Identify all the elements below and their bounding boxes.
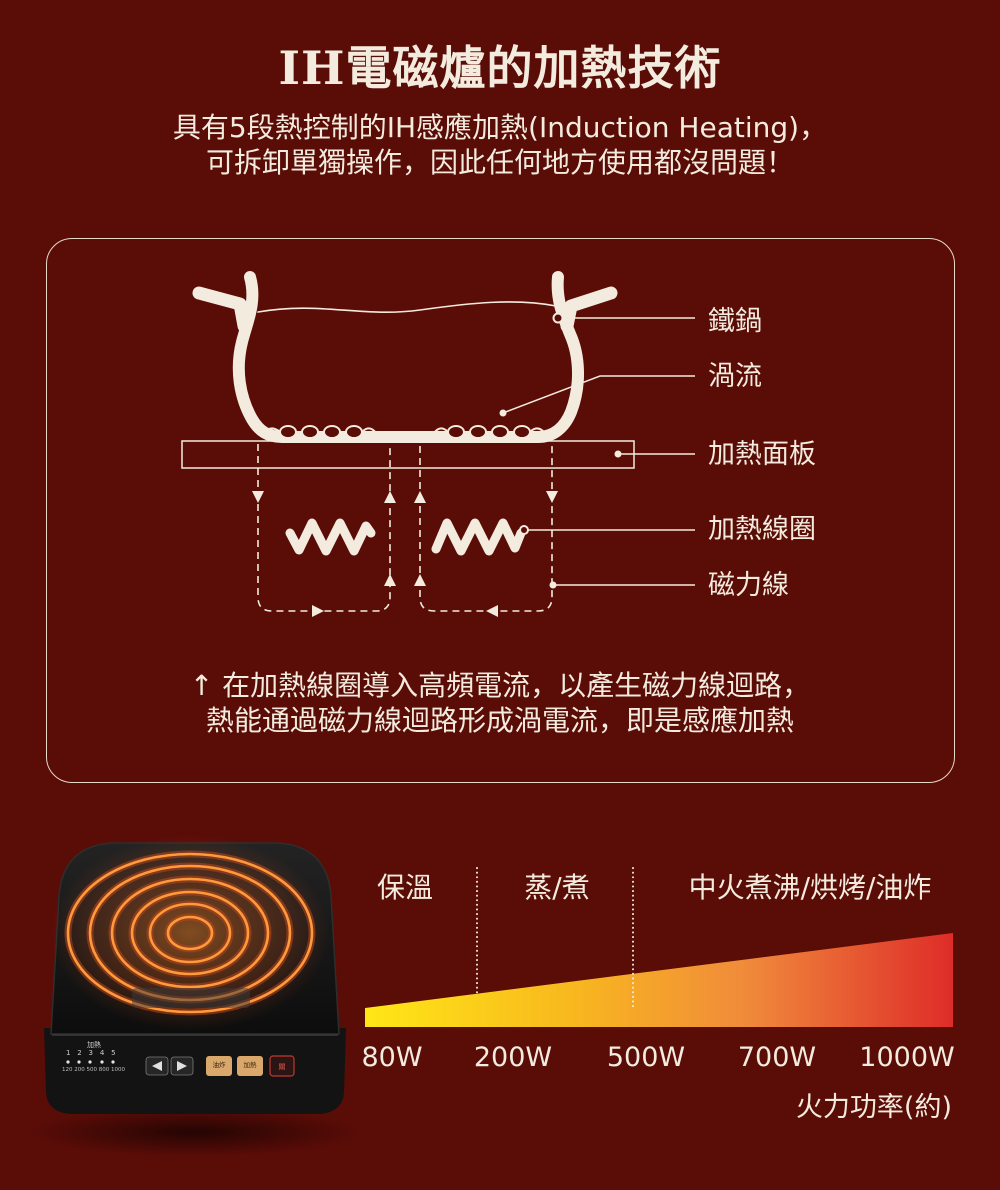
diagram-panel [46, 238, 955, 783]
eddy-tail-right [362, 427, 377, 434]
eddy-ring [469, 425, 487, 439]
food-surface-line [257, 301, 557, 313]
label-pot: 鐵鍋 [708, 306, 762, 337]
heat-button [237, 1056, 263, 1076]
diagram-caption-line-1: ↑ 在加熱線圈導入高頻電流，以產生磁力線迴路， [189, 669, 811, 702]
level-dot [111, 1060, 115, 1064]
eddy-ring [513, 425, 531, 439]
pot-body [232, 271, 584, 443]
power-tick-3: 500W [606, 1042, 686, 1073]
pot-right-handle [560, 286, 618, 333]
subtitle-line-2: 可拆卸單獨操作，因此任何地方使用都沒問題！ [205, 146, 794, 179]
arrow-right-icon [312, 605, 324, 617]
coil-ring-1 [166, 915, 214, 951]
glowing-coil-rings [64, 850, 316, 1016]
eddy-ring [447, 425, 465, 439]
label-magnetic-field-lines: 磁力線 [708, 570, 789, 601]
heating-coil-left [285, 518, 376, 556]
label-eddy-current: 渦流 [708, 361, 762, 392]
power-tick-5: 1000W [859, 1042, 955, 1073]
power-ramp [365, 933, 953, 1027]
control-heat-label: 加熱 [87, 1040, 101, 1049]
level-dot [66, 1060, 70, 1064]
eddy-current-rings [263, 425, 546, 439]
label-anchor-dots [499, 312, 622, 589]
off-button [269, 1055, 295, 1077]
induction-heating-diagram [181, 271, 695, 617]
anchor-dot-panel [614, 450, 622, 458]
arrow-up-icon [414, 574, 426, 586]
heating-coil [285, 518, 526, 556]
level-dot [100, 1060, 104, 1064]
off-button-label: 關 [279, 1063, 286, 1071]
heating-coil-right [431, 518, 526, 556]
fry-button-label: 油炸 [213, 1060, 227, 1069]
level-dot [77, 1060, 81, 1064]
eddy-ring [345, 425, 363, 439]
leader-eddy-current [502, 375, 695, 414]
eddy-tail-right [530, 427, 546, 434]
field-direction-arrows [252, 491, 558, 617]
arrow-down-icon [252, 491, 264, 503]
power-tick-4: 700W [737, 1042, 817, 1073]
eddy-ring [491, 425, 509, 439]
fry-button [206, 1056, 232, 1076]
power-tick-1: 80W [361, 1042, 423, 1073]
label-leader-lines [502, 317, 695, 586]
arrow-up-icon [384, 491, 396, 503]
anchor-dot-magnetic [549, 581, 557, 589]
coil-ring-2 [148, 902, 232, 964]
right-triangle-icon [177, 1061, 187, 1071]
anchor-dot-coil [519, 525, 529, 535]
arrow-up-icon [414, 491, 426, 503]
power-tick-2: 200W [473, 1042, 553, 1073]
heat-button-label: 加熱 [244, 1060, 258, 1069]
eddy-tail-left [433, 427, 448, 434]
magnetic-field-lines [257, 444, 553, 612]
cooktop-info-sticker [132, 988, 250, 1008]
power-scale-graphic [365, 867, 953, 1027]
page-title: IH電磁爐的加熱技術 [278, 41, 722, 95]
arrow-down-icon [546, 491, 558, 503]
cooktop-front-face [44, 1028, 346, 1114]
level-indicator-dots [66, 1060, 115, 1064]
label-heating-panel: 加熱面板 [708, 439, 816, 470]
cooktop-control-panel: 加熱 1 2 3 4 5 120 200 500 800 1000 油炸 加熱 … [62, 1040, 295, 1077]
power-axis-label: 火力功率(約) [795, 1092, 952, 1123]
eddy-ring [301, 425, 319, 439]
arrow-up-icon [384, 574, 396, 586]
mode-label-steam-boil: 蒸/煮 [524, 871, 590, 904]
left-triangle-icon [152, 1061, 162, 1071]
iron-pot-illustration [192, 271, 618, 443]
eddy-ring [279, 425, 297, 439]
level-dot [88, 1060, 92, 1064]
mode-label-high-heat: 中火煮沸/烘烤/油炸 [688, 871, 932, 904]
control-level-numbers: 1 2 3 4 5 [66, 1049, 118, 1057]
eddy-tail-left [263, 427, 280, 434]
anchor-dot-pot [552, 312, 564, 324]
coil-ring-6 [66, 852, 314, 1014]
heating-panel-outline [181, 440, 635, 469]
coil-ring-4 [110, 877, 270, 989]
induction-cooktop-photo: 加熱 1 2 3 4 5 120 200 500 800 1000 油炸 加熱 … [30, 835, 360, 1156]
pot-left-handle [192, 286, 251, 333]
control-level-values: 120 200 500 800 1000 [62, 1067, 125, 1073]
mode-label-keep-warm: 保溫 [376, 871, 433, 904]
coil-ring-3 [130, 890, 250, 976]
eddy-ring [323, 425, 341, 439]
field-loop-right [419, 444, 553, 612]
subtitle-line-1: 具有5段熱控制的IH感應加熱(Induction Heating)， [172, 111, 828, 144]
anchor-dot-eddy [499, 409, 507, 417]
field-loop-left [257, 444, 391, 612]
label-heating-coil: 加熱線圈 [708, 514, 816, 545]
diagram-caption-line-2: 熱能通過磁力線迴路形成渦電流，即是感應加熱 [205, 704, 794, 737]
arrow-left-icon [486, 605, 498, 617]
cooktop-shadow [30, 1108, 360, 1156]
